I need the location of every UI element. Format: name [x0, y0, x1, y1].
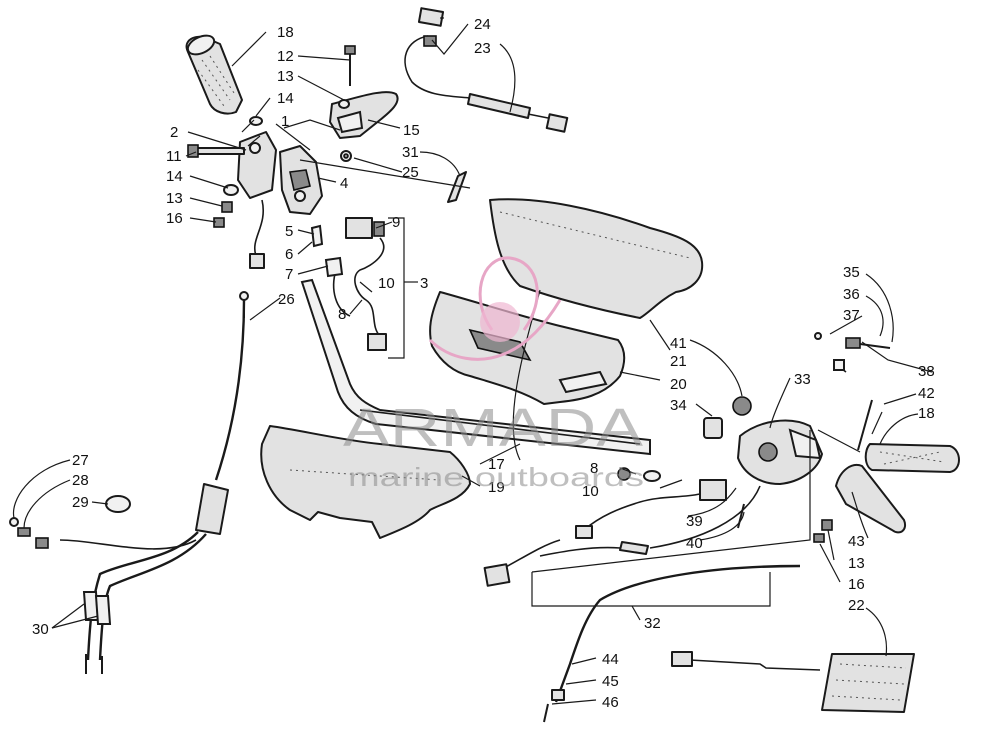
callout-25: 25: [402, 164, 419, 181]
handlebar-pad-19-part: [260, 425, 471, 539]
harness-23-part: [404, 7, 569, 133]
callout-38: 38: [918, 363, 935, 380]
callout-14-top: 14: [277, 90, 294, 107]
watermark-logo: [428, 256, 562, 361]
callout-13-left: 13: [166, 190, 183, 207]
callout-16-right: 16: [848, 576, 865, 593]
callout-10-right: 10: [582, 483, 599, 500]
callout-43: 43: [848, 533, 865, 550]
callout-6: 6: [285, 246, 293, 263]
callout-13-top: 13: [277, 68, 294, 85]
callout-11: 11: [166, 148, 182, 165]
watermark-tagline: marine outboards: [348, 462, 644, 492]
callout-18-left: 18: [277, 24, 294, 41]
callout-34: 34: [670, 397, 687, 414]
callout-17: 17: [488, 456, 505, 473]
nut-41-part: [732, 396, 752, 416]
callout-19: 19: [488, 479, 505, 496]
throttle-lever-43-part: [835, 464, 906, 534]
callout-2: 2: [170, 124, 178, 141]
callout-29: 29: [72, 494, 89, 511]
callout-37: 37: [843, 307, 860, 324]
left-switch-housing-part: [237, 131, 323, 215]
callout-40: 40: [686, 535, 703, 552]
watermark-brand: ARMADA: [343, 398, 643, 458]
callout-7: 7: [285, 266, 293, 283]
callout-31: 31: [402, 144, 419, 161]
callout-1: 1: [281, 113, 289, 130]
callout-41: 41: [670, 335, 687, 352]
callout-15: 15: [403, 122, 420, 139]
screw-25-part: [340, 150, 352, 162]
callout-16-left: 16: [166, 210, 183, 227]
callout-30: 30: [32, 621, 49, 638]
callout-21: 21: [670, 353, 687, 370]
sensor-22-part: [671, 651, 915, 713]
callout-18-right: 18: [918, 405, 935, 422]
washer-nut-stack-left: [213, 184, 239, 228]
callout-5: 5: [285, 223, 293, 240]
callout-12: 12: [277, 48, 294, 65]
pad-21-part: [489, 198, 704, 319]
callout-26: 26: [278, 291, 295, 308]
connector-34-part: [703, 417, 723, 439]
switch-harness-right-part: [483, 467, 761, 587]
callout-13-right: 13: [848, 555, 865, 572]
lever-bracket-15-part: [249, 45, 399, 139]
callout-27: 27: [72, 452, 89, 469]
left-grip-part: [185, 34, 243, 115]
right-throttle-housing-33-part: [737, 419, 823, 485]
callout-labels: 18 12 13 14 1 15 2 11 31 25 14 4 13 16 9…: [32, 16, 935, 711]
switch-harness-left-part: [249, 199, 387, 351]
callout-42: 42: [918, 385, 935, 402]
callout-14-left: 14: [166, 168, 183, 185]
callout-4: 4: [340, 175, 348, 192]
callout-45: 45: [602, 673, 619, 690]
callout-23: 23: [474, 40, 491, 57]
callout-10-left: 10: [378, 275, 395, 292]
callout-3: 3: [420, 275, 428, 292]
callout-28: 28: [72, 472, 89, 489]
callout-20: 20: [670, 376, 687, 393]
pin-assembly-35-part: [814, 332, 891, 349]
callout-22: 22: [848, 597, 865, 614]
washer-nut-stack-right: [813, 519, 833, 543]
leader-lines: [12, 17, 933, 705]
bolt-42-part: [857, 399, 873, 451]
callout-44: 44: [602, 651, 619, 668]
watermark: ARMADA marine outboards: [343, 256, 644, 492]
link-38-part: [833, 359, 847, 373]
callout-36: 36: [843, 286, 860, 303]
callout-32: 32: [644, 615, 661, 632]
callout-9: 9: [392, 214, 400, 231]
pad-cover-20-part: [429, 291, 626, 405]
callout-39: 39: [686, 513, 703, 530]
right-grip-part: [864, 411, 960, 473]
throttle-cable-32-part: [543, 564, 801, 723]
callout-8-left: 8: [338, 306, 346, 323]
callout-35: 35: [843, 264, 860, 281]
callout-24: 24: [474, 16, 491, 33]
handlebar-17-part: [300, 278, 651, 456]
pin-31-part: [447, 171, 467, 203]
cable-bundle-26-part: [59, 291, 249, 674]
callout-33: 33: [794, 371, 811, 388]
callout-8-right: 8: [590, 460, 598, 477]
callout-46: 46: [602, 694, 619, 711]
